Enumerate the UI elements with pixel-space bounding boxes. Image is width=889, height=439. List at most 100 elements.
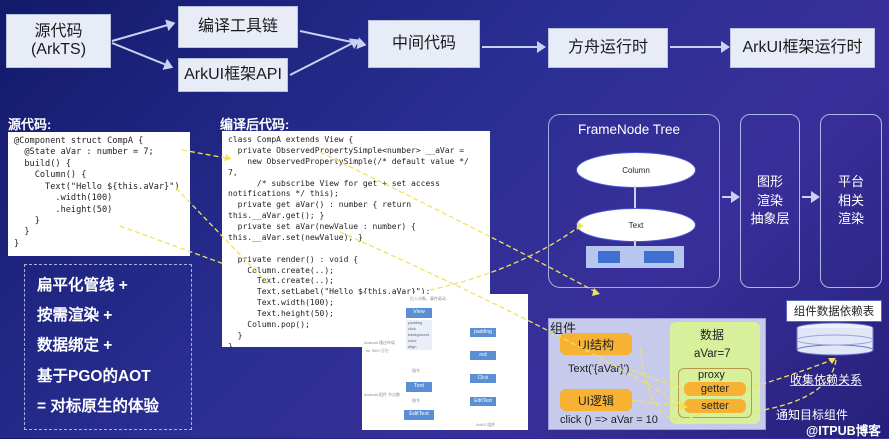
watermark: @ITPUB博客	[806, 424, 881, 438]
arrow-source-to-api	[111, 42, 167, 66]
summary-item: = 对标原生的体验	[37, 397, 159, 415]
source-code-line: }	[14, 238, 20, 249]
ui-structure-tag: UI结构	[560, 333, 632, 355]
inset-note-a: Android 通过布局	[364, 340, 395, 345]
source-code-line: }	[14, 215, 40, 226]
arrowhead-table	[828, 358, 836, 364]
inset-note-b: for 300+万亿	[366, 348, 389, 353]
toolchain-label: 编译工具链	[197, 17, 278, 35]
summary-box: 扁平化管线 + 按需渲染 + 数据绑定 + 基于PGO的AOT = 对标原生的体验	[24, 264, 192, 430]
ark-runtime-box: 方舟运行时	[548, 28, 668, 68]
compiled-code-line: private render() : void {	[228, 254, 359, 264]
collect-dependency-label: 收集依赖关系	[790, 373, 863, 387]
proxy-label: proxy	[698, 369, 725, 381]
compiled-code-line: }	[228, 341, 233, 347]
compiled-code-line: }	[228, 330, 243, 340]
compiled-code-line: notifications */ this);	[228, 189, 339, 199]
arkui-api-box: ArkUI框架API	[178, 58, 288, 92]
compiled-code-line: private set aVar(newValue : number) {	[228, 222, 416, 231]
compiled-code-line: Column.create(..);	[228, 265, 334, 275]
render-object-strip	[586, 246, 684, 268]
arkui-runtime-label: ArkUI框架运行时	[742, 38, 863, 56]
inset-header: 后入对象，事件驱动	[410, 296, 446, 301]
dependency-table-title: 组件数据依赖表	[793, 306, 875, 318]
compiled-code-line: /* subscribe View for get + set access	[228, 178, 440, 188]
inset-right-node: EditText	[470, 397, 496, 406]
text-expression: Text('{aVar}')	[568, 363, 630, 375]
compiled-code-title: 编译后代码:	[220, 117, 290, 132]
summary-item: 按需渲染 +	[37, 307, 113, 325]
source-code-line: .height(50)	[14, 204, 113, 215]
inset-text-node: Text	[406, 382, 432, 392]
source-code-label: 源代码 (ArkTS)	[30, 22, 87, 58]
inset-connector-a: 指令	[412, 368, 420, 373]
compiled-code-line: new ObservedPropertySimple(/* default va…	[228, 156, 469, 166]
inset-edittext-node: EditText	[404, 410, 434, 420]
ark-runtime-label: 方舟运行时	[567, 38, 648, 56]
arrow-intermediate-to-runtime	[482, 41, 546, 53]
graphics-abstraction-label: 图形 渲染 抽象层	[750, 173, 790, 227]
ui-logic-tag: UI逻辑	[560, 389, 632, 411]
inset-note-c: Android 组件 节点数	[364, 392, 401, 397]
arrow-source-to-toolchain	[111, 24, 169, 42]
column-to-text-link	[634, 186, 636, 208]
source-code-title: 源代码:	[8, 117, 52, 132]
source-code-line: }	[14, 227, 30, 238]
text-node: Text	[576, 208, 696, 242]
arrowhead-framenode	[592, 288, 600, 296]
platform-render-box: 平台 相关 渲染	[820, 114, 882, 288]
compiled-code-line: this.__aVar.set(newValue); }	[228, 232, 363, 242]
source-code-line: .width(100)	[14, 193, 113, 204]
compiled-code-line: Column.pop();	[228, 319, 310, 329]
source-code-box: 源代码 (ArkTS)	[6, 14, 111, 68]
inset-right-node: padding	[470, 328, 496, 337]
database-icon	[796, 322, 874, 356]
intermediate-code-box: 中间代码	[368, 20, 480, 68]
setter-tag: setter	[684, 399, 746, 413]
arrow-framenode-to-graphics	[722, 191, 740, 203]
intermediate-code-label: 中间代码	[391, 34, 456, 52]
compiled-code-line: class CompA extends View {	[228, 135, 354, 144]
compiled-code-line: this.__aVar.get(); }	[228, 211, 325, 221]
summary-item: 基于PGO的AOT	[37, 367, 151, 385]
compiled-code-line	[228, 244, 484, 255]
arkui-runtime-box: ArkUI框架运行时	[730, 28, 875, 68]
compiled-code-line: Text.height(50);	[228, 309, 334, 318]
arkui-api-label: ArkUI框架API	[184, 65, 282, 83]
arrow-runtime-to-arkui	[670, 41, 730, 53]
source-code-line: build() {	[14, 158, 71, 169]
data-value: aVar=7	[694, 348, 731, 360]
inset-attr-item: align	[408, 344, 417, 349]
compiled-code-line: Text.create(..);	[228, 276, 334, 286]
graphics-abstraction-box: 图形 渲染 抽象层	[740, 114, 800, 288]
compiled-code-line: private ObservedPropertySimple<number> _…	[228, 145, 465, 155]
compiled-code-line: 7,	[228, 167, 238, 177]
inset-view-node: View	[406, 308, 432, 318]
dependency-table-title-box: 组件数据依赖表	[786, 300, 882, 322]
render-object-left	[598, 251, 620, 263]
platform-render-label: 平台 相关 渲染	[837, 173, 864, 227]
data-label: 数据	[700, 328, 725, 342]
arrow-api-to-intermediate	[289, 42, 353, 76]
summary-item: 扁平化管线 +	[37, 277, 128, 294]
source-code-line: @State aVar : number = 7;	[14, 147, 154, 158]
source-code-line: Text("Hello ${this.aVar}")	[14, 181, 180, 192]
source-code-line: Column() {	[14, 170, 87, 181]
framenode-tree-title: FrameNode Tree	[578, 122, 681, 137]
compiled-code-line: private get aVar() : number { return	[228, 200, 412, 210]
inset-right-node: Click	[470, 374, 496, 383]
inset-footer: ArkUI 组件	[476, 422, 496, 427]
toolchain-box: 编译工具链	[178, 6, 298, 48]
source-code-line: @Component struct CompA {	[14, 136, 144, 146]
source-code-block: @Component struct CompA { @State aVar : …	[8, 132, 190, 256]
summary-item: 数据绑定 +	[37, 337, 113, 355]
inset-right-node: red	[470, 351, 496, 360]
arrow-graphics-to-platform	[802, 191, 820, 203]
render-object-right	[644, 251, 674, 263]
compiled-code-line: Text.width(100);	[228, 298, 334, 308]
click-expression: click () => aVar = 10	[560, 414, 658, 426]
column-node: Column	[576, 152, 696, 188]
